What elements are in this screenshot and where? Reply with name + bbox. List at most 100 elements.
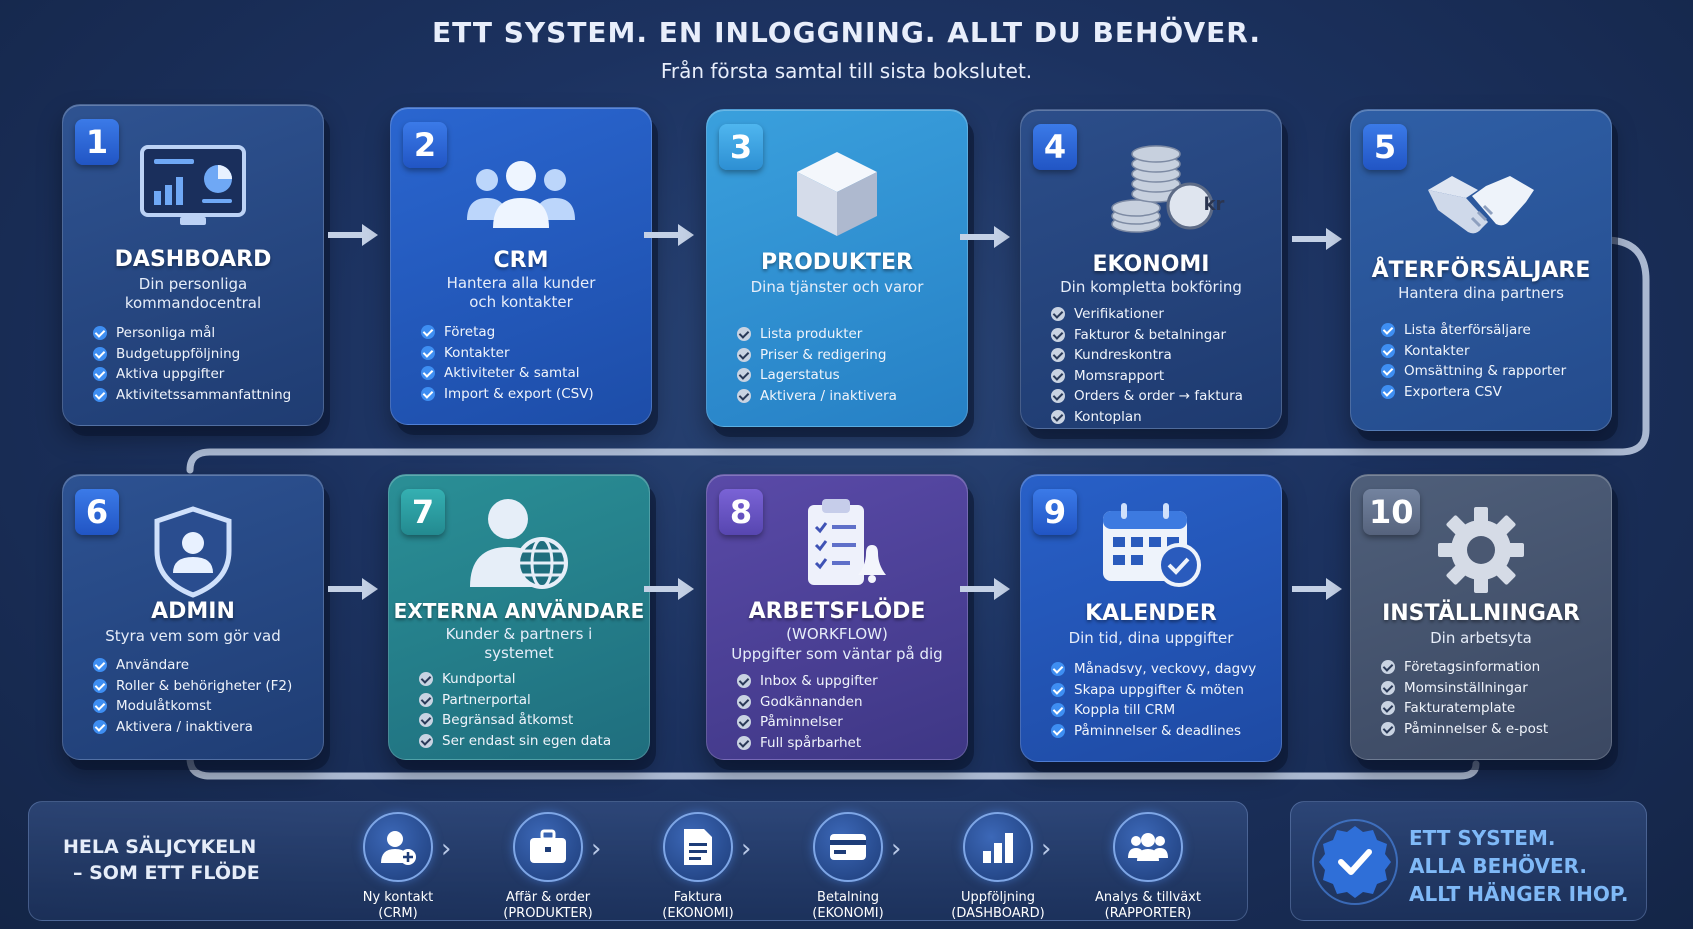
card-number: 8 <box>719 489 763 535</box>
dashboard-monitor-icon <box>140 145 246 225</box>
card-number: 6 <box>75 489 119 535</box>
check-icon <box>419 733 433 748</box>
check-icon <box>93 387 107 402</box>
card-number: 9 <box>1033 489 1077 535</box>
flow-step-ny-kontakt[interactable]: Ny kontakt(CRM) <box>323 812 473 922</box>
check-icon <box>1051 348 1065 363</box>
card-title-extra: (WORKFLOW) <box>786 625 888 643</box>
module-card-arbetsflode[interactable]: 8 ARBETSFLÖDE (WORKFLOW) Uppgifter som v… <box>706 474 968 760</box>
card-subtitle: Styra vem som gör vad <box>105 627 281 645</box>
chevron-right-icon: › <box>1041 834 1052 864</box>
coins-icon <box>1111 145 1214 233</box>
feature-list: Lista återförsäljare Kontakter Omsättnin… <box>1381 320 1566 402</box>
list-item: Personliga mål <box>93 323 291 344</box>
card-title: PRODUKTER <box>761 250 913 275</box>
feature-list: Personliga mål Budgetuppföljning Aktiva … <box>93 323 291 405</box>
card-title: ÅTERFÖRSÄLJARE <box>1371 258 1591 283</box>
check-icon <box>419 692 433 707</box>
arrow-right-icon <box>644 578 694 600</box>
list-item: Momsinställningar <box>1381 678 1548 699</box>
list-item: Kundreskontra <box>1051 345 1243 366</box>
check-icon <box>93 326 107 341</box>
module-card-dashboard[interactable]: 1 DASHBOARD Din personliga kommandocentr… <box>62 104 324 426</box>
check-icon <box>737 674 751 689</box>
module-card-admin[interactable]: 6 ADMIN Styra vem som gör vad Användare … <box>62 474 324 760</box>
list-item: Momsrapport <box>1051 366 1243 387</box>
flow-step-analys-tillvaxt[interactable]: Analys & tillväxt(RAPPORTER) <box>1073 812 1223 922</box>
arrow-right-icon <box>960 578 1010 600</box>
check-icon <box>419 713 433 728</box>
card-number: 7 <box>401 489 445 535</box>
list-item: Omsättning & rapporter <box>1381 361 1566 382</box>
check-icon <box>419 672 433 687</box>
module-card-ekonomi[interactable]: 4 kr EKONOMI Din kompletta bokföring Ver… <box>1020 109 1282 429</box>
module-card-kalender[interactable]: 9 KALENDER Din tid, dina uppgifter Månad… <box>1020 474 1282 762</box>
flow-step-faktura[interactable]: Faktura(EKONOMI) <box>623 812 773 922</box>
credit-card-icon <box>830 834 866 860</box>
list-item: Kontoplan <box>1051 407 1243 428</box>
card-number: 10 <box>1363 489 1420 535</box>
card-title: ARBETSFLÖDE <box>748 599 926 624</box>
check-icon <box>93 346 107 361</box>
card-subtitle: Din personliga kommandocentral <box>124 275 262 312</box>
module-card-externa-anvandare[interactable]: 7 EXTERNA ANVÄNDARE Kunder & partners i … <box>388 474 650 760</box>
list-item: Påminnelser & deadlines <box>1051 721 1256 742</box>
check-icon <box>737 388 751 403</box>
card-title: ADMIN <box>151 599 235 624</box>
list-item: Exportera CSV <box>1381 382 1566 403</box>
box-icon <box>797 152 877 236</box>
feature-list: Företagsinformation Momsinställningar Fa… <box>1381 657 1548 739</box>
check-icon <box>1381 343 1395 358</box>
check-icon <box>1381 660 1395 675</box>
list-item: Full spårbarhet <box>737 733 878 754</box>
list-item: Lista produkter <box>737 324 897 345</box>
card-number: 1 <box>75 119 119 165</box>
list-item: Aktiviteter & samtal <box>421 363 594 384</box>
bar-chart-icon <box>983 833 1013 863</box>
briefcase-icon <box>530 829 566 863</box>
check-icon <box>1051 368 1065 383</box>
module-card-produkter[interactable]: 3 PRODUKTER Dina tjänster och varor List… <box>706 109 968 427</box>
flow-step-uppfoljning[interactable]: Uppföljning(DASHBOARD) <box>923 812 1073 922</box>
list-item: Fakturor & betalningar <box>1051 325 1243 346</box>
list-item: Månadsvy, veckovy, dagvy <box>1051 659 1256 680</box>
check-icon <box>1051 409 1065 424</box>
flow-step-affar-order[interactable]: Affär & order(PRODUKTER) <box>473 812 623 922</box>
check-icon <box>93 719 107 734</box>
flow-step-betalning[interactable]: Betalning(EKONOMI) <box>773 812 923 922</box>
list-item: Lagerstatus <box>737 365 897 386</box>
chevron-right-icon: › <box>441 834 452 864</box>
users-group-icon <box>467 161 575 228</box>
chevron-right-icon: › <box>741 834 752 864</box>
sales-cycle-flow: HELA SÄLJCYKELN – SOM ETT FLÖDE Ny konta… <box>28 801 1248 921</box>
module-card-aterforsaljare[interactable]: 5 ÅTERFÖRSÄLJARE Hantera dina partners L… <box>1350 109 1612 431</box>
check-icon <box>1051 682 1065 697</box>
check-icon <box>1381 364 1395 379</box>
calendar-check-icon <box>1103 503 1201 587</box>
list-item: Påminnelser & e-post <box>1381 719 1548 740</box>
page-title: ETT SYSTEM. EN INLOGGNING. ALLT DU BEHÖV… <box>432 16 1261 49</box>
check-icon <box>737 347 751 362</box>
card-title: CRM <box>493 248 549 273</box>
list-item: Fakturatemplate <box>1381 698 1548 719</box>
module-card-crm[interactable]: 2 CRM Hantera alla kunder och kontakter … <box>390 107 652 425</box>
list-item: Aktiva uppgifter <box>93 364 291 385</box>
arrow-right-icon <box>960 226 1010 248</box>
feature-list: Månadsvy, veckovy, dagvy Skapa uppgifter… <box>1051 659 1256 741</box>
check-icon <box>421 325 435 340</box>
list-item: Orders & order → faktura <box>1051 386 1243 407</box>
feature-list: Inbox & uppgifter Godkännanden Påminnels… <box>737 671 878 753</box>
module-card-installningar[interactable]: 10 INSTÄLLNINGAR Din arbetsyta Företagsi… <box>1350 474 1612 760</box>
card-title: EKONOMI <box>1092 252 1210 277</box>
users-group-icon <box>1128 833 1168 861</box>
list-item: Kontakter <box>1381 341 1566 362</box>
card-subtitle: Din arbetsyta <box>1430 629 1532 647</box>
list-item: Användare <box>93 655 292 676</box>
card-title: EXTERNA ANVÄNDARE <box>393 599 645 623</box>
card-title: INSTÄLLNINGAR <box>1382 601 1580 626</box>
list-item: Företag <box>421 322 594 343</box>
check-icon <box>1051 662 1065 677</box>
chevron-right-icon: › <box>891 834 902 864</box>
list-item: Aktivera / inaktivera <box>737 386 897 407</box>
